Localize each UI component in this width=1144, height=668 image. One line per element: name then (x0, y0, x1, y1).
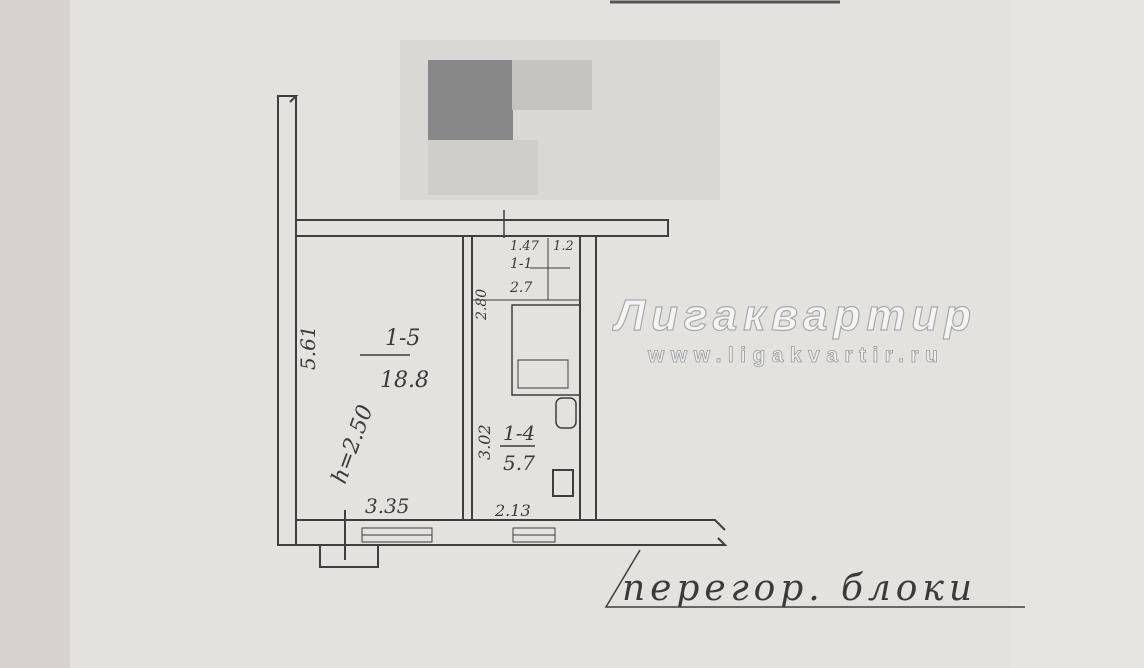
bath-width-b: 1.2 (553, 239, 574, 254)
bath-width-a: 1.47 (510, 239, 540, 254)
kitchen-id: 1-4 (503, 421, 535, 445)
room-bath: 1.47 1.2 1-1 2.7 2.80 (474, 239, 574, 321)
living-width: 3.35 (365, 494, 410, 518)
kitchen-length: 3.02 (475, 424, 494, 460)
bath-area: 2.7 (509, 280, 532, 296)
living-length: 5.61 (296, 325, 320, 370)
watermark-brand: Лигаквартир (612, 291, 971, 340)
living-area: 18.8 (380, 368, 429, 393)
bath-id: 1-1 (510, 256, 533, 272)
walls (277, 95, 1025, 608)
kitchen-width: 2.13 (494, 501, 531, 520)
watermark-url: www.ligakvartir.ru (647, 344, 938, 367)
room-kitchen: 3.02 1-4 5.7 2.13 (475, 421, 535, 520)
kitchen-area: 5.7 (503, 451, 535, 475)
living-id: 1-5 (385, 326, 420, 351)
redacted-patch (400, 40, 720, 200)
bath-length: 2.80 (474, 289, 490, 321)
paper-edge (1010, 0, 1144, 668)
handwritten-note: перегор. блоки (622, 568, 972, 609)
